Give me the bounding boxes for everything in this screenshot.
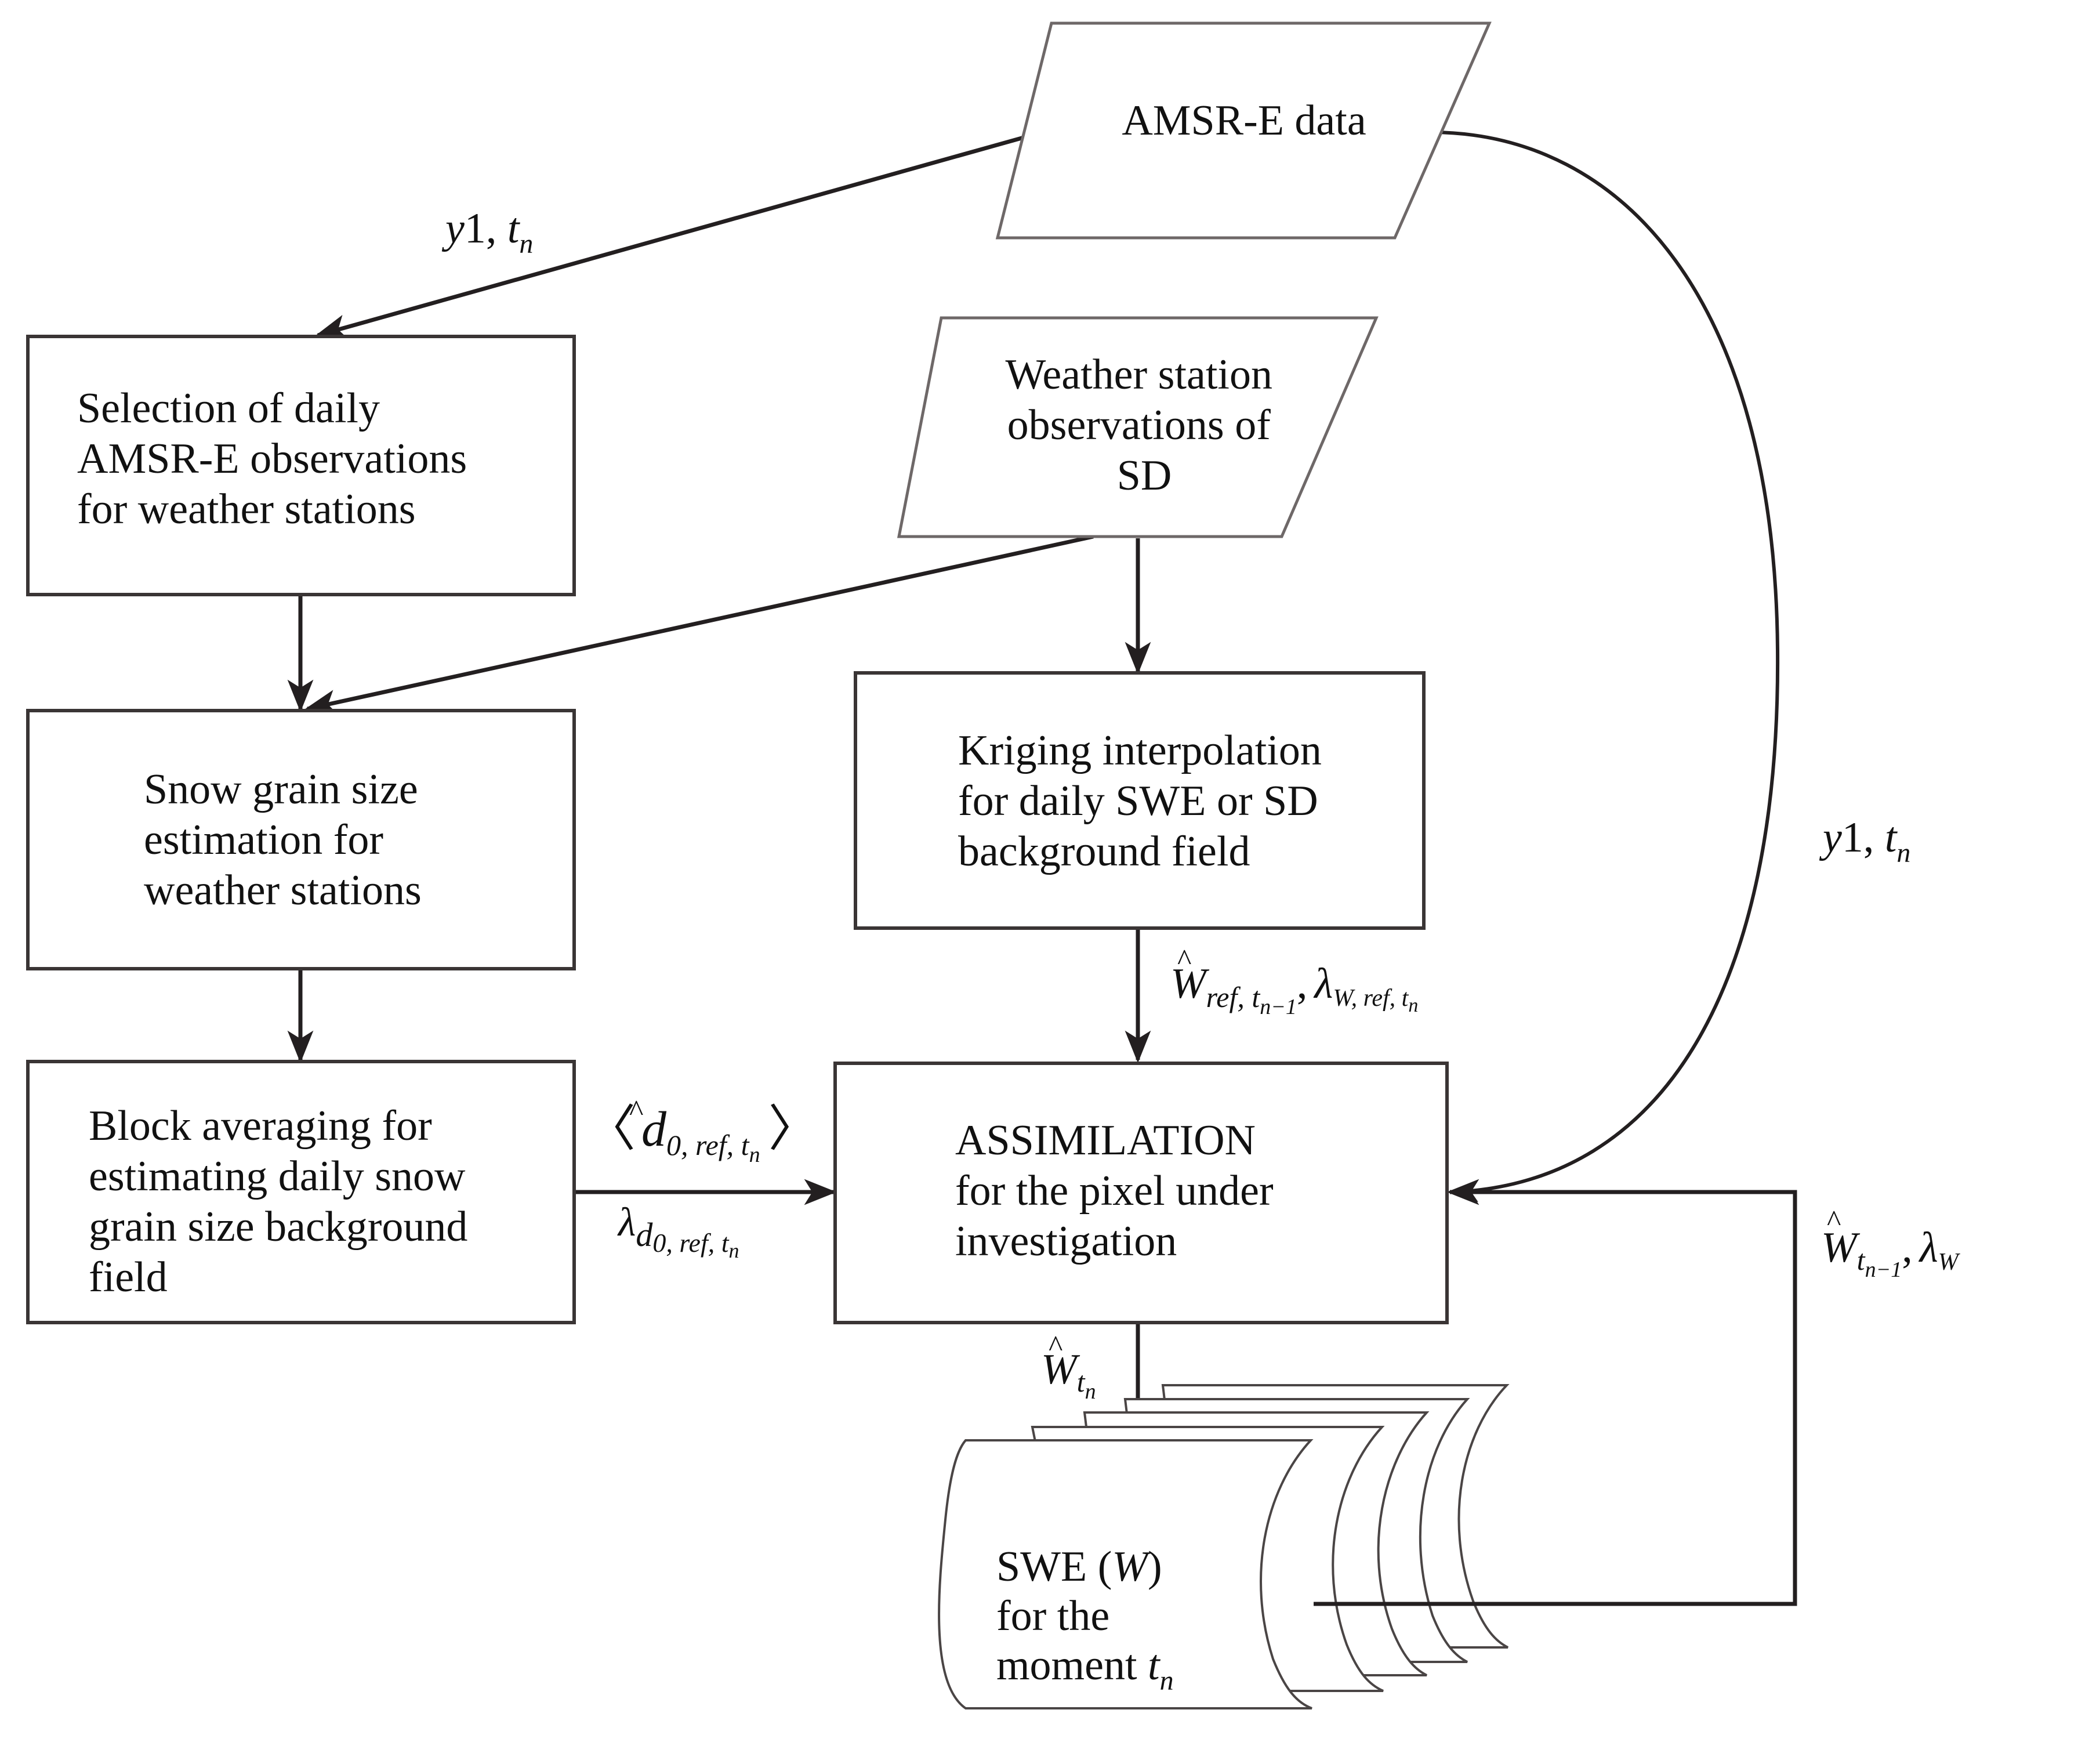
node-kriging-label: Kriging interpolation for daily SWE or S… (958, 727, 1332, 875)
label-y1-tn-right: y1, tn (1819, 814, 1910, 868)
node-amsr-e-data (995, 21, 1492, 240)
edge-amsr-to-assimilation (1432, 131, 1780, 1202)
node-swe-document-stack (938, 1384, 1510, 1709)
label-kriging-text: Wref, tn−1,λW, ref, tn (1170, 960, 1418, 1019)
node-block-averaging-box (26, 1060, 576, 1324)
label-swe-feedback: ^ Wtn−1,λW (1821, 1205, 1961, 1282)
node-assimilation-box (833, 1062, 1449, 1324)
label-block-output-top: ^ 〈d0, ref, tn〉 (586, 1095, 818, 1167)
node-block-averaging-label: Block averaging for estimating daily sno… (89, 1102, 478, 1301)
label-y1-tn-left: y1, tn (441, 205, 533, 259)
hat-accent: ^ (629, 1095, 643, 1128)
label-d0-bracket-text: 〈d0, ref, tn〉 (586, 1101, 818, 1167)
edge-weather-to-grain (304, 534, 1094, 716)
node-snow-grain-box (26, 709, 576, 970)
hat-accent: ^ (1827, 1205, 1841, 1238)
node-kriging-box (854, 671, 1426, 930)
node-assimilation-label: ASSIMILATION for the pixel under investi… (955, 1117, 1284, 1265)
swe-page-front (938, 1439, 1314, 1709)
node-weather-station-data (897, 316, 1379, 538)
node-snow-grain-label: Snow grain size estimation for weather s… (144, 766, 429, 914)
hat-accent: ^ (1177, 944, 1191, 977)
label-kriging-output: ^ Wref, tn−1,λW, ref, tn (1170, 944, 1418, 1019)
edge-amsr-to-selection (314, 131, 1039, 340)
label-w-tn-text: Wtn (1041, 1346, 1096, 1404)
node-swe-label: SWE (W) for the moment tn (996, 1543, 1174, 1696)
node-selection-box (26, 335, 576, 596)
node-weather-station-label: Weather station observations of SD (1006, 351, 1283, 499)
node-selection-label: Selection of daily AMSR-E observations f… (77, 385, 478, 533)
node-amsr-e-data-label: AMSR-E data (1122, 97, 1366, 144)
label-feedback-text: Wtn−1,λW (1821, 1224, 1961, 1282)
edge-swe-feedback-loop (1314, 1179, 1797, 1606)
hat-accent: ^ (1049, 1330, 1062, 1363)
label-assimilation-output: ^ Wtn (1041, 1330, 1096, 1404)
label-block-output-bottom: λd0, ref, tn (617, 1200, 739, 1262)
